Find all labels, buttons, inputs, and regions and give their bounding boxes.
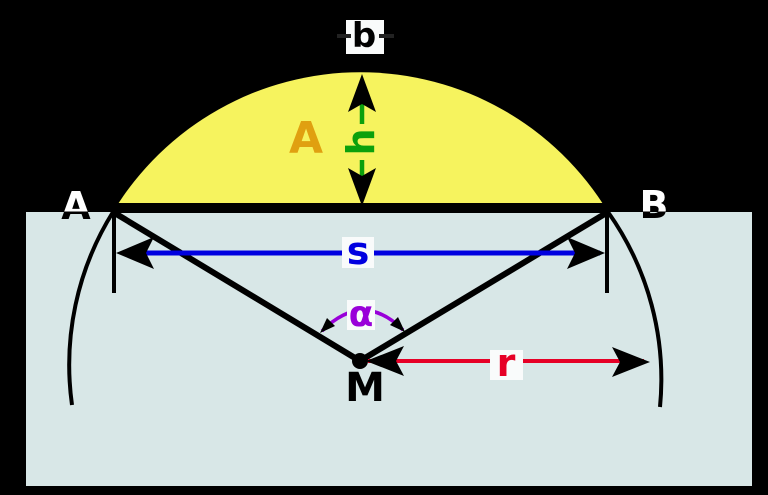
radius-arrow-right [612, 347, 650, 377]
height-arrow-top [348, 74, 376, 112]
angle-label-box [347, 300, 375, 330]
height-label-backing [344, 124, 376, 160]
circle-arc-right [606, 210, 664, 408]
point-a-label-upper: A [61, 184, 91, 228]
circle-arc-left [67, 210, 115, 406]
point-a-label-lower: A [61, 184, 91, 228]
area-label: A [289, 113, 323, 164]
arc-label-box [346, 20, 384, 54]
center-dot [352, 353, 368, 369]
chord-dim-arrow-left [116, 237, 154, 269]
arc-tick-left [337, 34, 351, 38]
center-label: M [345, 365, 385, 411]
angle-arrow-right [390, 317, 405, 332]
radius-arrow-left [366, 346, 404, 376]
radius-label: r [497, 341, 516, 385]
chord-label-box [342, 237, 374, 268]
arc-tick-right [379, 34, 394, 38]
angle-arrow-left [320, 318, 335, 333]
radius-label-box [490, 350, 523, 380]
chord-dim-arrow-right [567, 237, 605, 269]
point-b-label-upper: B [640, 183, 669, 227]
radius-line-left [111, 209, 362, 364]
chord-label: s [347, 229, 370, 273]
height-arrow-bottom [348, 168, 376, 206]
radius-line-right [358, 209, 610, 364]
angle-label: α [349, 294, 374, 335]
height-label: h [339, 128, 383, 155]
point-b-label-lower: B [640, 183, 669, 227]
arc-label: b [352, 16, 376, 56]
